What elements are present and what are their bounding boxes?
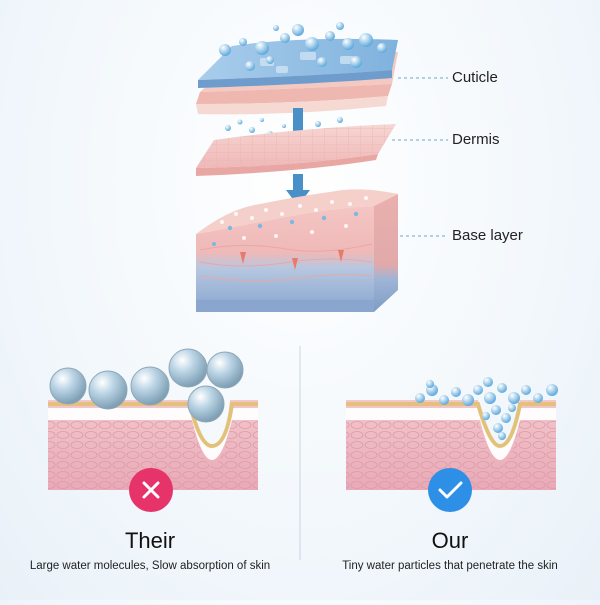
our-title: Our	[431, 528, 469, 553]
check-icon	[438, 481, 463, 499]
large-water-molecules	[49, 348, 244, 423]
cross-icon	[142, 481, 160, 499]
check-badge	[428, 468, 472, 512]
cuticle-label: Cuticle	[452, 69, 498, 86]
check-badge-circle	[428, 468, 472, 512]
our-skin-panel	[346, 377, 558, 512]
leader-lines	[392, 77, 448, 237]
dermis-label: Dermis	[452, 131, 500, 148]
their-subtitle: Large water molecules, Slow absorption o…	[29, 560, 271, 572]
their-skin-panel	[48, 348, 258, 512]
tiny-water-particles	[415, 377, 558, 440]
cross-badge	[129, 468, 173, 512]
water-bubbles-top	[219, 22, 387, 71]
dermis-layer	[196, 124, 396, 176]
layer-stack	[196, 22, 398, 312]
base-layer-block	[196, 189, 398, 312]
our-subtitle: Tiny water particles that penetrate the …	[342, 560, 558, 572]
base-layer-label: Base layer	[452, 227, 523, 244]
their-title: Their	[124, 528, 176, 553]
